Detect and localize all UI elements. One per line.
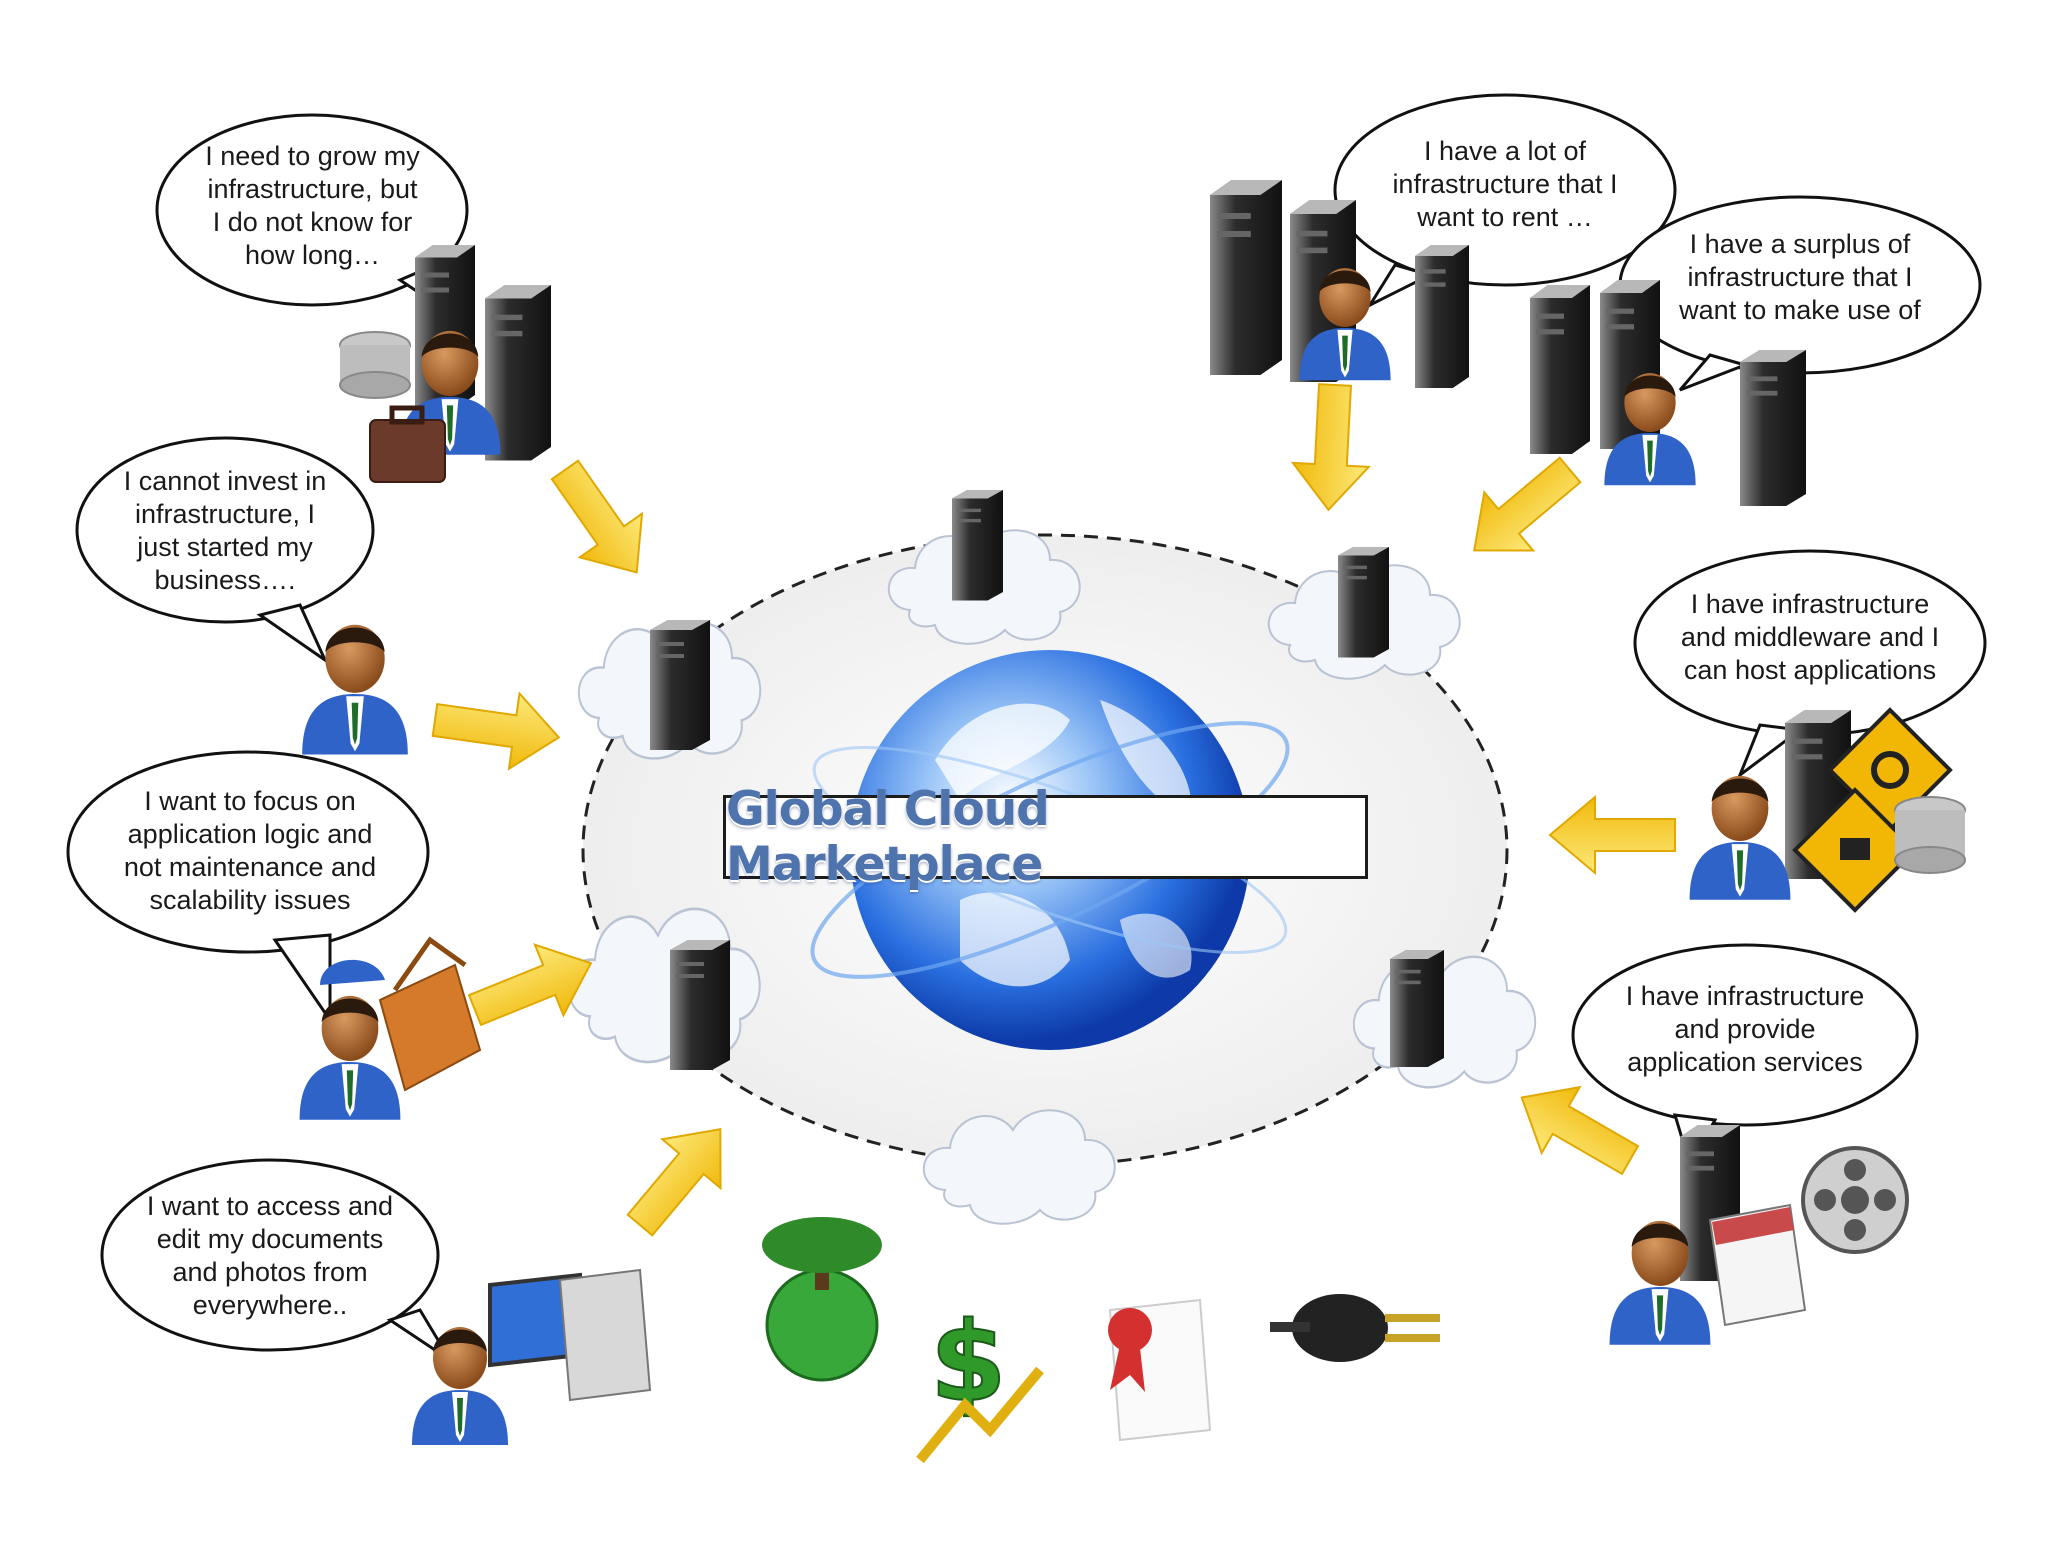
bubble-text-access: I want to access and edit my documents a… <box>146 1191 394 1320</box>
film-reel-icon <box>1801 1146 1909 1254</box>
bubble-text-middleware: I have infrastructure and middleware and… <box>1680 589 1940 685</box>
computer-icon <box>488 1268 652 1402</box>
arrow-invest <box>428 681 566 777</box>
server-icon <box>670 940 730 1070</box>
bubble-text-grow: I need to grow my infrastructure, but I … <box>205 141 420 270</box>
bubble-text-services: I have infrastructure and provide applic… <box>1625 981 1865 1077</box>
calendar-icon <box>1708 1203 1807 1327</box>
svg-text:$: $ <box>930 1298 1007 1426</box>
bubble-text-invest: I cannot invest in infrastructure, I jus… <box>123 466 327 595</box>
bubble-text-surplus: I have a surplus of infrastructure that … <box>1679 229 1921 325</box>
speech-bubble-access <box>100 1158 452 1362</box>
speech-bubble-focus <box>66 750 430 1025</box>
server-icon <box>1210 180 1282 375</box>
plug-icon <box>1270 1294 1440 1362</box>
certificate-icon <box>1108 1298 1212 1442</box>
diagram-title: Global Cloud Marketplace <box>726 782 1050 892</box>
person-icon <box>1689 775 1791 900</box>
globe-icon <box>810 650 1290 1050</box>
arrow-grow <box>532 447 669 596</box>
arrow-access <box>609 1103 751 1251</box>
server-icon <box>1530 285 1590 454</box>
dollar-chart-icon: $ <box>916 1297 1044 1464</box>
database-icon <box>1894 796 1966 874</box>
server-icon <box>650 620 710 750</box>
cloud-server-top-right <box>1267 547 1461 680</box>
arrow-surplus <box>1448 439 1596 581</box>
arrow-rent <box>1289 382 1374 513</box>
database-icon <box>339 331 411 399</box>
title-box: Global Cloud Marketplace <box>723 782 1368 892</box>
bubble-text-focus: I want to focus on application logic and… <box>123 786 377 915</box>
arrow-middleware <box>1549 796 1676 874</box>
briefcase-icon <box>369 405 446 483</box>
server-icon <box>1740 350 1806 506</box>
speech-bubble-invest <box>75 436 375 665</box>
cap-icon <box>320 959 385 985</box>
toolbox-icon <box>378 936 482 1092</box>
server-icon <box>1390 950 1444 1067</box>
bubble-text-rent: I have a lot of infrastructure that I wa… <box>1392 136 1618 232</box>
tree-globe-icon <box>762 1217 882 1382</box>
server-icon <box>1415 245 1469 388</box>
cloud-server-top <box>887 490 1081 645</box>
